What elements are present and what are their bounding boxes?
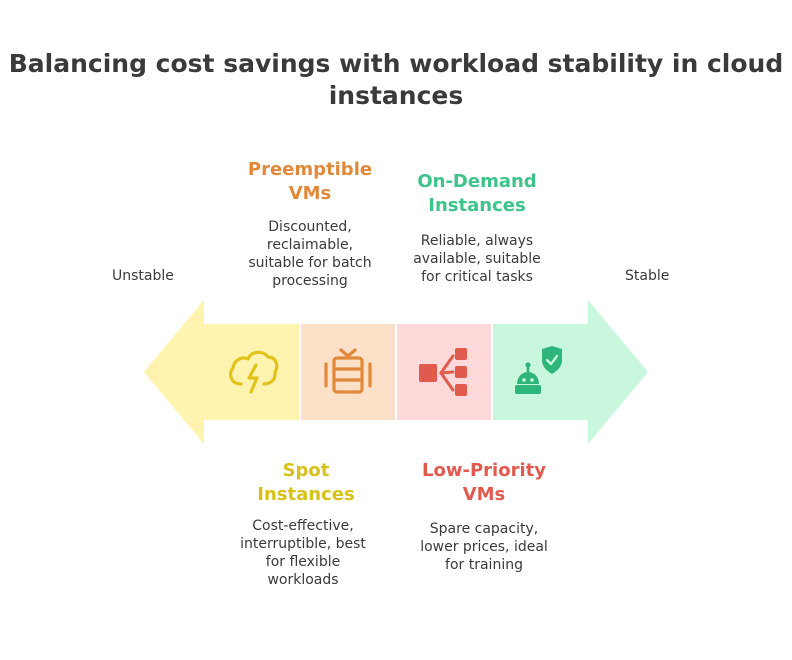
on-demand-heading: On-Demand Instances bbox=[377, 170, 577, 218]
on-demand-desc-line-1: Reliable, always bbox=[420, 233, 534, 249]
preemptible-desc-line-1: Discounted, bbox=[268, 219, 352, 235]
spot-desc-line-4: workloads bbox=[267, 572, 339, 588]
spot-desc-line-2: interruptible, best bbox=[240, 536, 366, 552]
low-priority-heading-line-2: VMs bbox=[462, 484, 506, 505]
spot-heading-line-1: Spot bbox=[282, 460, 330, 481]
spot-heading-line-2: Instances bbox=[257, 484, 355, 505]
unstable-label: Unstable bbox=[112, 268, 174, 284]
on-demand-heading-line-1: On-Demand bbox=[417, 171, 537, 192]
title-line-2: instances bbox=[328, 81, 464, 110]
stable-label: Stable bbox=[625, 268, 670, 284]
distribution-icon bbox=[419, 348, 467, 396]
left-arrowhead bbox=[144, 300, 204, 444]
on-demand-segment bbox=[492, 324, 588, 420]
preemptible-desc-line-2: reclaimable, bbox=[266, 237, 354, 253]
spot-desc-line-1: Cost-effective, bbox=[252, 518, 354, 534]
spot-description: Cost-effective, interruptible, best for … bbox=[203, 517, 403, 589]
cloud-lightning-icon bbox=[229, 350, 279, 394]
low-priority-description: Spare capacity, lower prices, ideal for … bbox=[384, 520, 584, 574]
page-title: Balancing cost savings with workload sta… bbox=[0, 48, 792, 112]
preemptible-desc-line-4: processing bbox=[272, 273, 348, 289]
low-priority-heading-line-1: Low-Priority bbox=[422, 460, 546, 481]
preemptible-heading-line-2: VMs bbox=[288, 183, 332, 204]
on-demand-heading-line-2: Instances bbox=[428, 195, 526, 216]
spot-desc-line-3: for flexible bbox=[265, 554, 341, 570]
on-demand-desc-line-3: for critical tasks bbox=[421, 269, 533, 285]
right-arrowhead bbox=[588, 300, 648, 444]
preemptible-desc-line-3: suitable for batch bbox=[248, 255, 372, 271]
spot-heading: Spot Instances bbox=[206, 459, 406, 507]
preemptible-heading: Preemptible VMs bbox=[210, 158, 410, 206]
on-demand-desc-line-2: available, suitable bbox=[413, 251, 541, 267]
robot-shield-icon bbox=[515, 346, 562, 394]
low-priority-desc-line-1: Spare capacity, bbox=[429, 521, 539, 537]
on-demand-description: Reliable, always available, suitable for… bbox=[377, 232, 577, 286]
preemptible-segment bbox=[300, 324, 396, 420]
low-priority-desc-line-2: lower prices, ideal bbox=[420, 539, 548, 555]
preemptible-heading-line-1: Preemptible bbox=[247, 159, 373, 180]
preemptible-description: Discounted, reclaimable, suitable for ba… bbox=[210, 218, 410, 290]
low-priority-heading: Low-Priority VMs bbox=[384, 459, 584, 507]
title-line-1: Balancing cost savings with workload sta… bbox=[8, 49, 784, 78]
low-priority-desc-line-3: for training bbox=[445, 557, 523, 573]
server-rack-icon bbox=[324, 348, 372, 394]
